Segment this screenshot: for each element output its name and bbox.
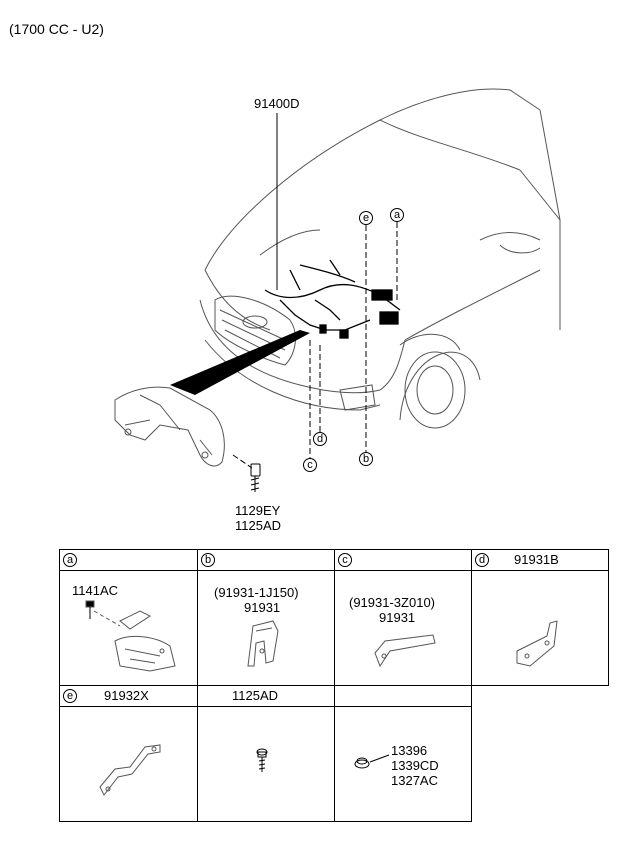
callout-e: e bbox=[359, 211, 373, 225]
nut-illustration bbox=[354, 754, 390, 769]
cell-c-body: (91931-3Z010) 91931 bbox=[334, 570, 472, 686]
part-code-c: (91931-3Z010) bbox=[349, 595, 435, 610]
part-code-b: (91931-1J150) bbox=[214, 585, 299, 600]
callout-d: d bbox=[313, 432, 327, 446]
part-91931-b: 91931 bbox=[244, 600, 281, 615]
letter-a: a bbox=[63, 553, 77, 567]
bracket-c-illustration bbox=[374, 634, 436, 668]
callout-a: a bbox=[390, 208, 404, 222]
car-wiring-illustration bbox=[114, 88, 561, 492]
engine-note: (1700 CC - U2) bbox=[9, 21, 104, 37]
letter-d: d bbox=[475, 553, 489, 567]
part-13396: 13396 bbox=[391, 743, 428, 758]
cell-d-body bbox=[471, 570, 609, 686]
cell-e: e 91932X bbox=[59, 685, 198, 707]
letter-e: e bbox=[63, 689, 77, 703]
cell-a-body: 1141AC bbox=[59, 570, 198, 686]
cell-a: a bbox=[59, 549, 198, 571]
parts-table: a b c d 91931B 1141AC bbox=[59, 549, 609, 822]
cell-e-body bbox=[59, 706, 198, 822]
part-91932X: 91932X bbox=[104, 688, 149, 703]
letter-c: c bbox=[338, 553, 352, 567]
part-91931-c: 91931 bbox=[379, 610, 416, 625]
main-part-label: 91400D bbox=[254, 96, 300, 111]
letter-b: b bbox=[201, 553, 215, 567]
bracket-b-illustration bbox=[247, 620, 279, 667]
part-1339CD: 1339CD bbox=[391, 758, 439, 773]
cell-c: c bbox=[334, 549, 472, 571]
bolt-part-label-2: 1125AD bbox=[235, 518, 282, 533]
cell-d: d 91931B bbox=[471, 549, 609, 571]
part-1125AD: 1125AD bbox=[232, 688, 279, 703]
callout-b: b bbox=[359, 452, 373, 466]
bracket-e-illustration bbox=[99, 744, 161, 796]
cell-b: b bbox=[197, 549, 335, 571]
part-1141AC: 1141AC bbox=[72, 583, 119, 598]
bracket-d-illustration bbox=[516, 620, 558, 667]
cell-b-body: (91931-1J150) 91931 bbox=[197, 570, 335, 686]
part-91931B: 91931B bbox=[514, 552, 559, 567]
part-1327AC: 1327AC bbox=[391, 773, 438, 788]
cell-1125AD-body bbox=[197, 706, 335, 822]
bolt-1125AD-illustration bbox=[256, 748, 268, 772]
bolt-part-label-1: 1129EY bbox=[235, 503, 281, 518]
cell-nut-body: 13396 1339CD 1327AC bbox=[334, 706, 472, 822]
bracket-a-illustration bbox=[85, 600, 176, 672]
cell-nut bbox=[334, 685, 472, 707]
callout-c: c bbox=[303, 458, 317, 472]
cell-1125AD: 1125AD bbox=[197, 685, 335, 707]
empty-cell bbox=[472, 686, 609, 822]
